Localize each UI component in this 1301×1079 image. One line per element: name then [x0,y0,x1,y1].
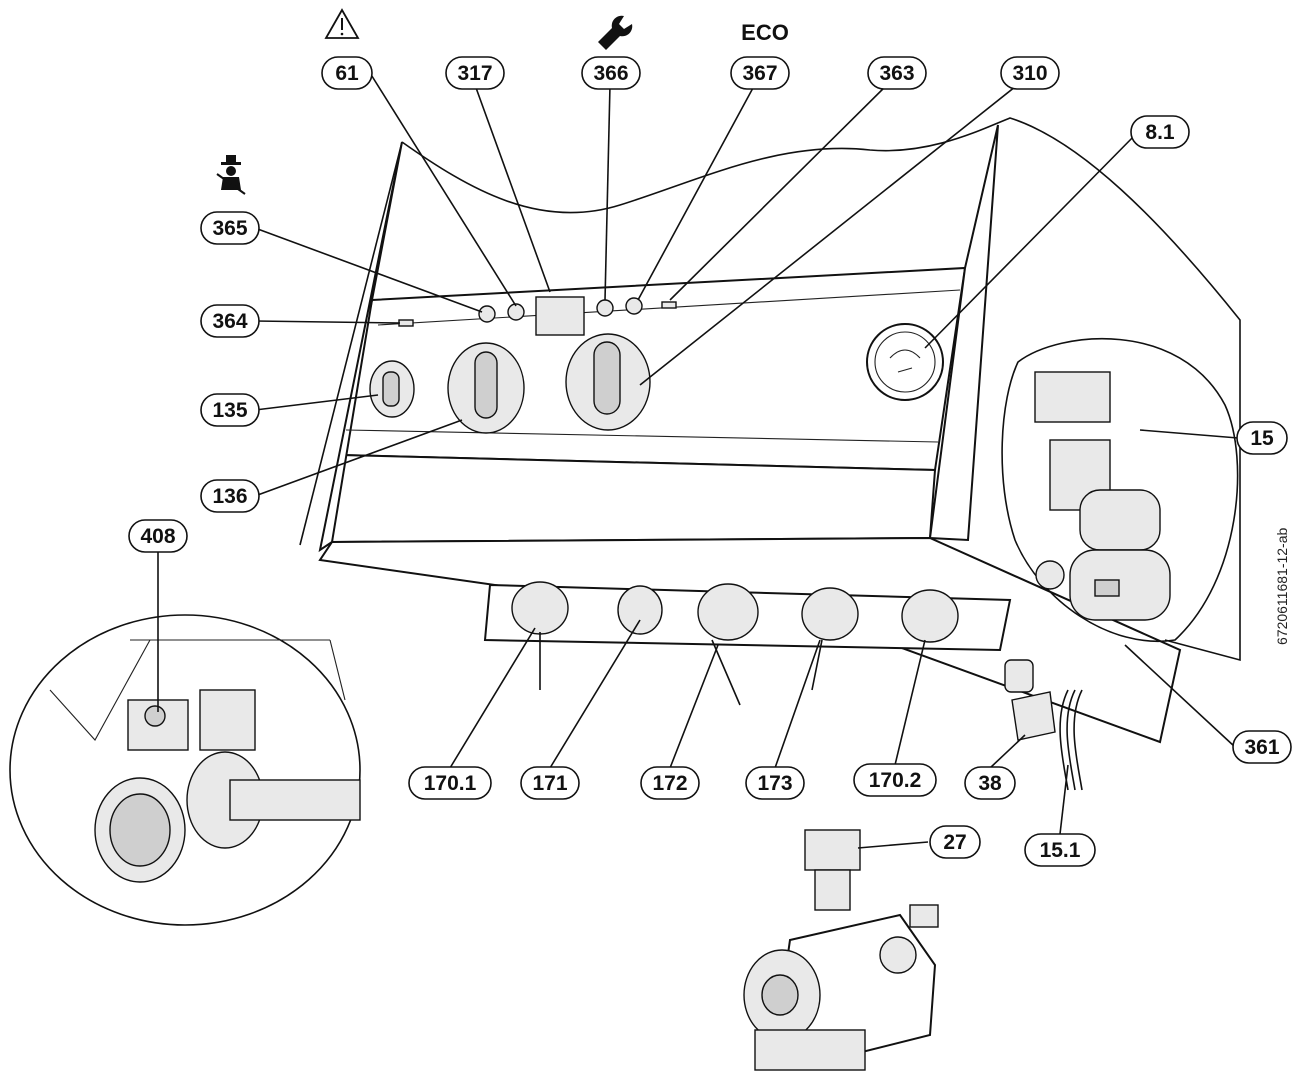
callout-text: 61 [335,62,359,85]
leader-15 [1139,429,1239,439]
callout-text: 38 [978,772,1002,795]
chimney-sweep-icon [216,155,246,195]
callout-135: 135 [200,393,260,427]
callout-363: 363 [867,56,927,90]
callout-text: 173 [757,772,792,795]
callout-text: 15 [1250,427,1274,450]
callout-text: 15.1 [1040,839,1081,862]
callout-text: 408 [140,525,175,548]
callout-text: 171 [532,772,567,795]
leader-173 [774,639,821,769]
callout-170-1: 170.1 [408,766,492,800]
eco-indicator [661,301,677,309]
callout-361: 361 [1232,730,1292,764]
callout-text: 136 [212,485,247,508]
callout-text: 170.2 [869,769,922,792]
callout-15-1: 15.1 [1024,833,1096,867]
callout-labels: 61 317 366 367 363 310 8.1 365 364 135 136 15 408 361… [128,56,1292,867]
leader-364 [254,320,401,324]
leader-363 [669,74,898,301]
service-valve-170-2[interactable] [901,589,959,643]
callout-408: 408 [128,519,188,553]
callout-365: 365 [200,211,260,245]
callout-text: 8.1 [1145,121,1175,144]
callout-364: 364 [200,304,260,338]
callout-171: 171 [520,766,580,800]
leader-136 [254,419,463,497]
leader-15-1 [1059,764,1069,835]
service-button[interactable] [596,299,614,317]
callout-text: 170.1 [424,772,477,795]
leader-27 [857,841,929,849]
leader-8-1 [924,131,1139,349]
callout-38: 38 [964,766,1016,800]
leader-170-1 [449,627,536,769]
callout-367: 367 [730,56,790,90]
valve-block [483,581,1083,791]
callout-text: 172 [652,772,687,795]
callout-text: 27 [943,831,966,854]
eco-button[interactable] [625,297,643,315]
callout-text: 364 [212,310,247,333]
callout-136: 136 [200,479,260,513]
leader-135 [254,394,379,411]
callout-text: 361 [1244,736,1279,759]
leader-38 [989,734,1026,769]
leader-366 [604,84,611,301]
chimney-sweep-button[interactable] [478,305,496,323]
leader-361 [1124,644,1236,748]
callout-170-2: 170.2 [853,763,937,797]
boiler-casing-cutaway [401,117,1241,662]
leader-170-2 [894,639,926,766]
pressure-gauge [866,323,944,401]
leader-61 [369,72,517,307]
callout-173: 173 [745,766,805,800]
callout-366: 366 [581,56,641,90]
pump-detail [743,829,939,1071]
callout-text: 365 [212,217,247,240]
boiler-casing-left [299,141,403,546]
cold-water-connection-173[interactable] [801,587,859,641]
leader-367 [637,74,761,301]
safety-valve-detail [1001,337,1239,643]
callout-text: 363 [879,62,914,85]
fill-valve-38[interactable] [1011,691,1056,741]
eco-symbol: ECO [741,20,789,45]
service-valve-170-1[interactable] [511,581,569,635]
callout-172: 172 [640,766,700,800]
dhw-connection-172[interactable] [697,583,759,641]
callout-15: 15 [1236,421,1288,455]
callout-61: 61 [321,56,373,90]
leader-310 [639,74,1031,386]
power-indicator [398,319,414,327]
gas-connection-171[interactable] [617,585,663,635]
reset-button[interactable] [507,303,525,321]
leader-317 [474,84,551,293]
diverter-detail [9,614,361,926]
callout-text: 310 [1012,62,1047,85]
callout-text: 135 [212,399,247,422]
control-panel [318,124,1182,744]
leader-172 [669,644,719,769]
callout-text: 317 [457,62,492,85]
callout-text: 366 [593,62,628,85]
leader-171 [549,619,641,769]
leader-365 [254,227,483,313]
document-id: 6720611681-12-ab [1274,527,1290,645]
warning-triangle-icon [324,8,360,39]
leader-lines [157,72,1239,849]
callout-text: 367 [742,62,777,85]
callout-27: 27 [929,825,981,859]
display-screen [535,296,585,336]
wrench-icon [598,15,633,51]
callout-8-1: 8.1 [1130,115,1190,149]
callout-317: 317 [445,56,505,90]
drain-hose [1066,689,1076,791]
callout-310: 310 [1000,56,1060,90]
